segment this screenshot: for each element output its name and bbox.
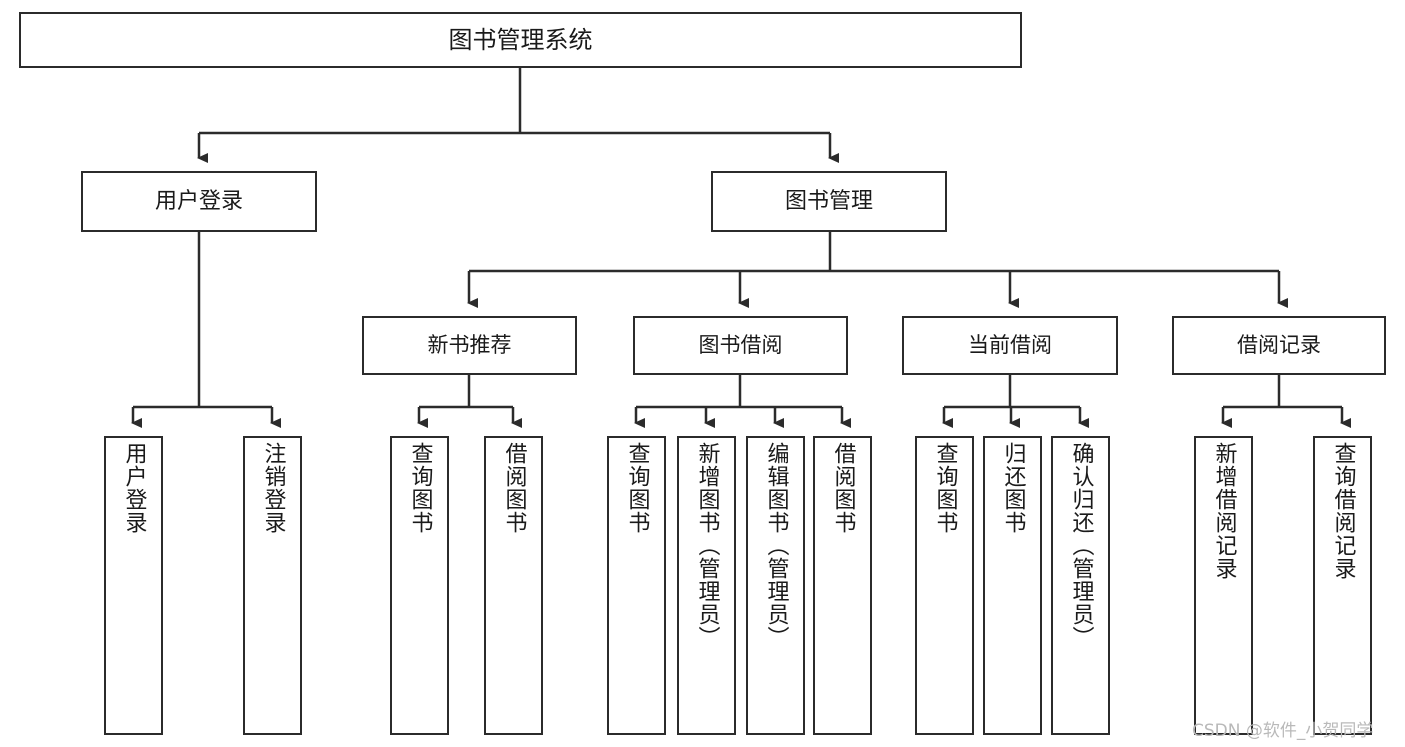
node-book-manage-label: 图书管理 bbox=[784, 188, 873, 214]
node-leaf-return-book[interactable]: 归还图书 bbox=[983, 436, 1042, 735]
node-leaf-query-book-1-label: 查询图书 bbox=[407, 442, 433, 534]
node-leaf-add-book[interactable]: 新增图书（管理员） bbox=[677, 436, 736, 735]
node-current-borrow[interactable]: 当前借阅 bbox=[902, 316, 1118, 375]
node-user-login-label: 用户登录 bbox=[154, 188, 243, 214]
node-leaf-logout-label: 注销登录 bbox=[260, 442, 286, 534]
node-user-login[interactable]: 用户登录 bbox=[81, 171, 317, 232]
node-leaf-query-record-label: 查询借阅记录 bbox=[1330, 442, 1356, 580]
node-leaf-user-login-label: 用户登录 bbox=[121, 442, 147, 534]
node-current-borrow-label: 当前借阅 bbox=[968, 333, 1052, 358]
node-leaf-add-record[interactable]: 新增借阅记录 bbox=[1194, 436, 1253, 735]
node-leaf-add-book-label: 新增图书（管理员） bbox=[694, 442, 720, 649]
node-leaf-borrow-book-2-label: 借阅图书 bbox=[830, 442, 856, 534]
node-leaf-query-book-1[interactable]: 查询图书 bbox=[390, 436, 449, 735]
node-leaf-confirm-return[interactable]: 确认归还（管理员） bbox=[1051, 436, 1110, 735]
node-leaf-edit-book-label: 编辑图书（管理员） bbox=[763, 442, 789, 649]
node-borrow-record[interactable]: 借阅记录 bbox=[1172, 316, 1386, 375]
node-leaf-borrow-book-2[interactable]: 借阅图书 bbox=[813, 436, 872, 735]
node-leaf-query-book-2-label: 查询图书 bbox=[624, 442, 650, 534]
node-leaf-query-book-2[interactable]: 查询图书 bbox=[607, 436, 666, 735]
node-root-system[interactable]: 图书管理系统 bbox=[19, 12, 1022, 68]
node-borrow-record-label: 借阅记录 bbox=[1237, 333, 1321, 358]
node-leaf-add-record-label: 新增借阅记录 bbox=[1211, 442, 1237, 580]
node-leaf-query-book-3[interactable]: 查询图书 bbox=[915, 436, 974, 735]
node-book-borrow-label: 图书借阅 bbox=[698, 333, 783, 358]
node-leaf-return-book-label: 归还图书 bbox=[1000, 442, 1026, 534]
node-leaf-borrow-book-1-label: 借阅图书 bbox=[501, 442, 527, 534]
node-leaf-query-book-3-label: 查询图书 bbox=[932, 442, 958, 534]
node-book-manage[interactable]: 图书管理 bbox=[711, 171, 947, 232]
node-leaf-query-record[interactable]: 查询借阅记录 bbox=[1313, 436, 1372, 735]
node-leaf-borrow-book-1[interactable]: 借阅图书 bbox=[484, 436, 543, 735]
node-leaf-user-login[interactable]: 用户登录 bbox=[104, 436, 163, 735]
node-leaf-edit-book[interactable]: 编辑图书（管理员） bbox=[746, 436, 805, 735]
node-root-label: 图书管理系统 bbox=[448, 25, 593, 54]
node-new-book-recommend[interactable]: 新书推荐 bbox=[362, 316, 577, 375]
node-leaf-logout[interactable]: 注销登录 bbox=[243, 436, 302, 735]
node-book-borrow[interactable]: 图书借阅 bbox=[633, 316, 848, 375]
node-leaf-confirm-return-label: 确认归还（管理员） bbox=[1068, 442, 1094, 649]
node-new-book-recommend-label: 新书推荐 bbox=[427, 333, 512, 358]
